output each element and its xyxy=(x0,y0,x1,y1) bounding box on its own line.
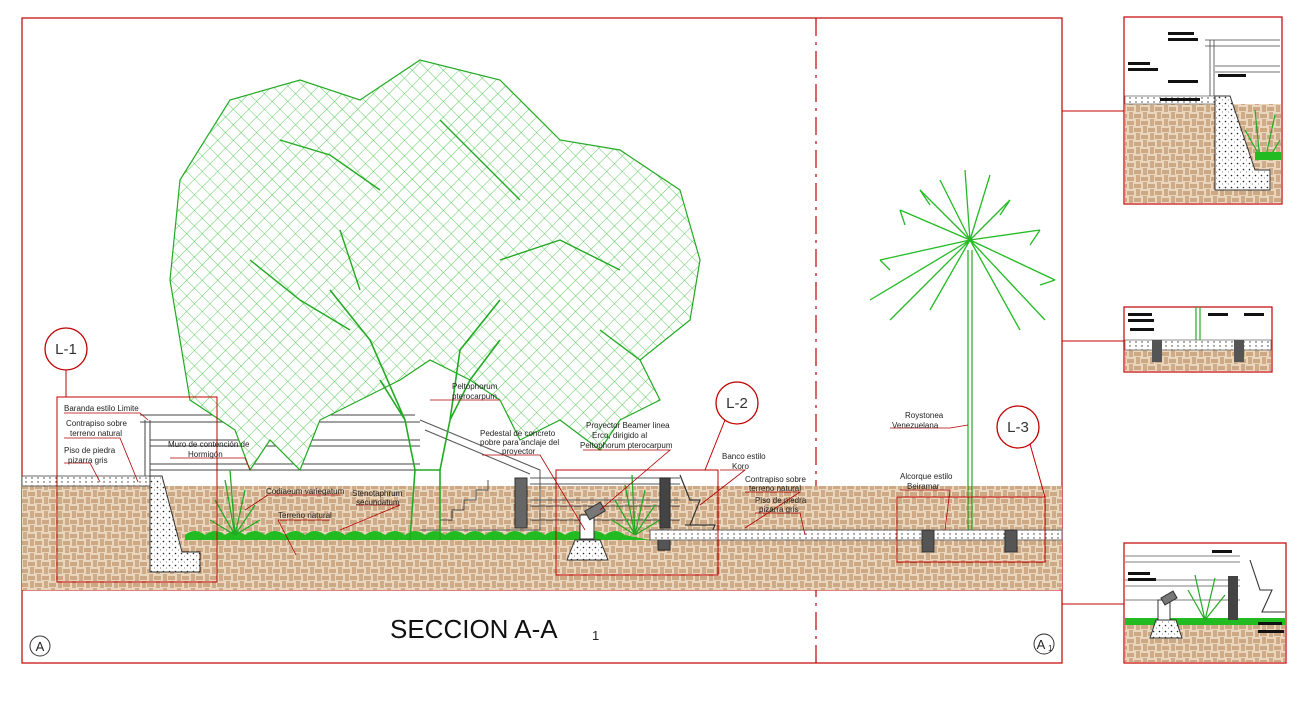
label-roystonea-1: Roystonea xyxy=(905,411,944,420)
label-piso-1: Piso de piedra xyxy=(64,446,116,455)
detail-panel-l3 xyxy=(1123,306,1273,373)
label-proyector-2: Erco, dirigido al xyxy=(592,431,647,440)
corner-a-label: A xyxy=(36,639,45,654)
detail-panel-l1 xyxy=(1123,16,1283,205)
marker-l1: L-1 xyxy=(55,341,77,358)
label-piso2-1: Piso de piedra xyxy=(755,496,807,505)
alcorque-beiramar xyxy=(921,529,1018,553)
corner-a1-subscript: 1 xyxy=(1048,644,1053,653)
codiaeum-shrub xyxy=(209,469,261,536)
shrub-near-bench xyxy=(611,474,661,536)
label-proyector-1: Proyector Beamer linea xyxy=(586,421,670,430)
corner-a1-label: A xyxy=(1037,637,1046,652)
marker-l3: L-3 xyxy=(1007,419,1029,436)
detail-box-l3 xyxy=(896,496,1046,563)
label-terreno: Terreno natural xyxy=(278,511,332,520)
section-title-subscript: 1 xyxy=(592,628,599,643)
corner-a1-circle xyxy=(1033,633,1055,655)
roystonea-palm xyxy=(869,169,1056,530)
label-piso2-2: pizarra gris xyxy=(759,505,799,514)
label-muro-1: Muro de contención de xyxy=(168,440,250,449)
label-steno-2: secundatum xyxy=(356,498,400,507)
corner-a-circle xyxy=(29,635,51,657)
label-contrapiso-1: Contrapiso sobre xyxy=(66,419,127,428)
detail-box-l1 xyxy=(56,396,218,583)
label-pelto-2: pterocarpum xyxy=(452,392,497,401)
label-codiaeum: Codiaeum variegatum xyxy=(266,487,345,496)
retaining-wall xyxy=(149,475,201,573)
label-banco-1: Banco estilo xyxy=(722,452,766,461)
label-banco-2: Koro xyxy=(732,462,749,471)
left-terrace-slab xyxy=(21,475,163,487)
label-pedestal-1: Pedestal de concreto xyxy=(480,429,556,438)
label-muro-2: Hormigón xyxy=(188,450,223,459)
label-pelto-1: Peltophorum xyxy=(452,382,498,391)
label-proyector-3: Peltophorum pterocarpum xyxy=(580,441,673,450)
marker-l2-circle xyxy=(715,381,759,425)
label-pedestal-3: proyector xyxy=(502,447,536,456)
label-contrapiso-2: terreno natural xyxy=(70,429,122,438)
label-steno-1: Stenotaphrum xyxy=(352,489,403,498)
label-alcorque-1: Alcorque estilo xyxy=(900,472,953,481)
label-roystonea-2: Venezuelana xyxy=(892,421,939,430)
label-contrapiso2-1: Contrapiso sobre xyxy=(745,475,806,484)
detail-box-l2 xyxy=(555,469,719,576)
label-baranda: Baranda estilo Limite xyxy=(64,404,139,413)
section-title: SECCION A-A xyxy=(390,614,558,644)
projector-pedestal xyxy=(566,501,609,561)
right-pavement xyxy=(649,529,1063,541)
label-leaders xyxy=(64,399,969,556)
label-alcorque-2: Beiramar xyxy=(907,482,940,491)
annotation-labels: Baranda estilo Limite Contrapiso sobre t… xyxy=(64,382,953,520)
peltophorum-tree xyxy=(169,59,701,541)
label-piso-2: pizarra gris xyxy=(68,456,108,465)
marker-l3-circle xyxy=(996,405,1040,449)
label-contrapiso2-2: terreno natural xyxy=(749,484,801,493)
marker-l2: L-2 xyxy=(726,395,748,412)
detail-panel-l2 xyxy=(1123,542,1287,664)
label-pedestal-2: pobre para anclaje del xyxy=(480,438,559,447)
grass-strip xyxy=(185,531,650,540)
detail-connectors xyxy=(1062,110,1124,605)
